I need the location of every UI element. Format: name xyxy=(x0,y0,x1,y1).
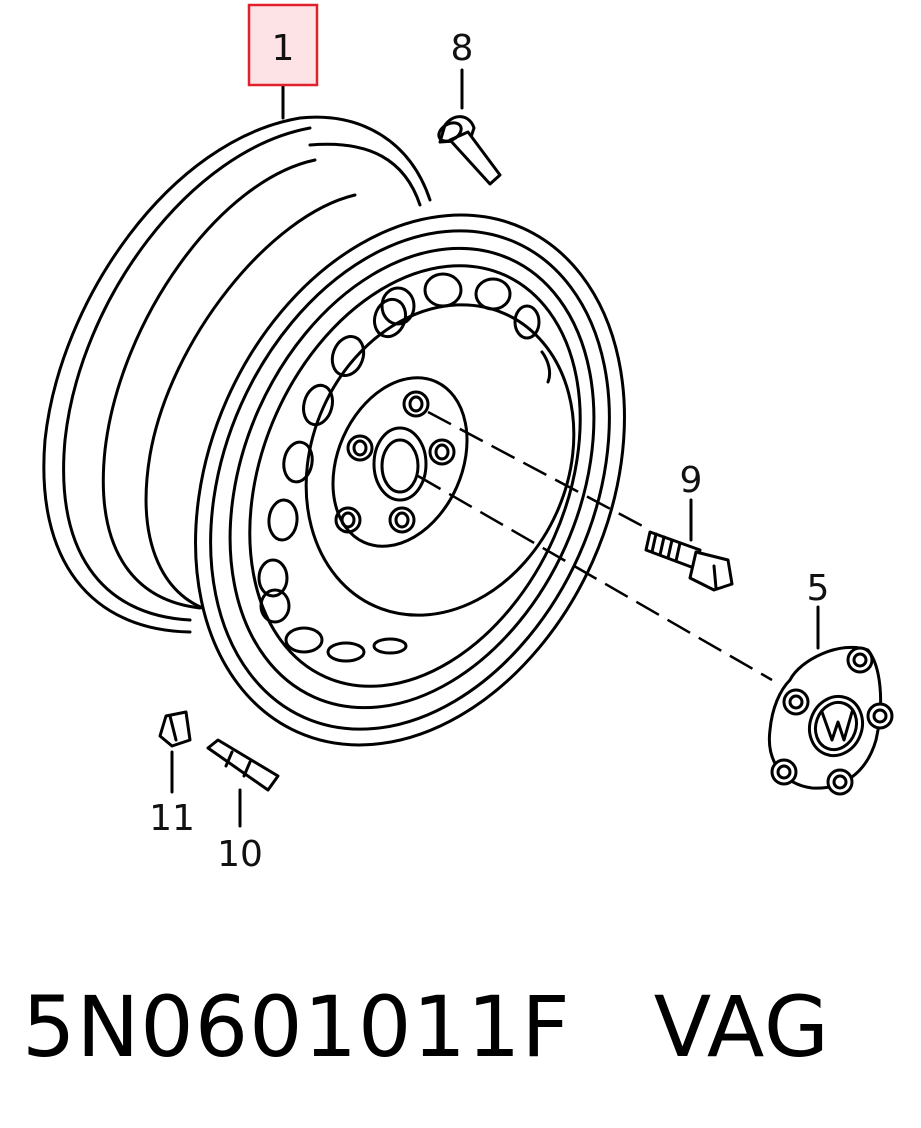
wheel-hub xyxy=(304,303,576,617)
part-number-caption: 5N0601011F VAG xyxy=(22,978,830,1076)
centre-cap xyxy=(767,645,894,796)
callout-cap: 5 xyxy=(807,568,830,609)
callout-bolt: 9 xyxy=(680,460,703,501)
wheel-bolt xyxy=(644,530,734,592)
leader-lines xyxy=(170,68,820,828)
assembly-lines xyxy=(417,410,773,682)
valve-stem xyxy=(437,115,502,186)
callout-rim: 1 xyxy=(272,28,295,69)
callout-valve: 8 xyxy=(451,28,474,69)
wheel-rim-front xyxy=(194,213,626,747)
clip-balance-weight xyxy=(158,710,192,748)
adhesive-balance-weight xyxy=(206,738,280,792)
callout-weight-adhesive: 10 xyxy=(217,834,263,875)
callout-highlight-box xyxy=(247,3,319,87)
callout-weight-clip: 11 xyxy=(149,798,195,839)
